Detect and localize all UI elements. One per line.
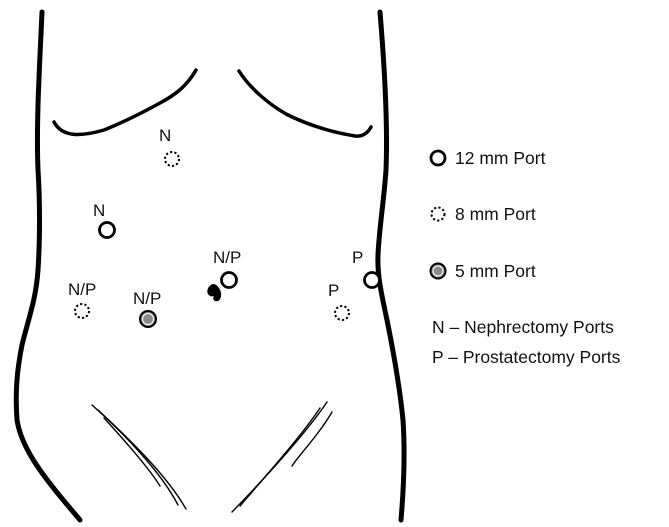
- legend: 12 mm Port 8 mm Port 5 mm Port N – Nephr…: [431, 148, 621, 367]
- port-labels: N N N/P N/P N/P P P: [68, 126, 363, 308]
- label-right-n: N: [93, 201, 105, 220]
- port-12mm-umbilical: [222, 273, 237, 288]
- legend-12mm-label: 12 mm Port: [455, 148, 546, 168]
- right-body-contour: [378, 12, 404, 520]
- port-8mm-lower-left: [335, 306, 349, 320]
- label-left-5mm-np: N/P: [133, 289, 161, 308]
- legend-12mm-symbol: [431, 151, 445, 165]
- legend-8mm-label: 8 mm Port: [455, 204, 536, 224]
- legend-5mm-label: 5 mm Port: [455, 261, 536, 281]
- label-lower-left-p: P: [328, 281, 339, 300]
- right-costal-margin: [239, 71, 371, 136]
- ports: [75, 152, 380, 327]
- left-costal-margin: [54, 70, 196, 135]
- left-inguinal-line-2: [98, 410, 186, 509]
- port-12mm-right: [100, 223, 115, 238]
- port-8mm-upper: [165, 152, 179, 166]
- label-left-np: N/P: [68, 280, 96, 299]
- port-12mm-flank: [365, 273, 380, 288]
- label-upper-n: N: [159, 126, 171, 145]
- label-flank-p: P: [352, 248, 363, 267]
- legend-n-definition: N – Nephrectomy Ports: [432, 317, 614, 337]
- label-umbilical-np: N/P: [213, 248, 241, 267]
- left-inguinal-line-3: [104, 418, 160, 486]
- legend-p-definition: P – Prostatectomy Ports: [432, 347, 621, 367]
- umbilicus: [207, 284, 221, 301]
- port-8mm-left: [75, 304, 89, 318]
- legend-8mm-symbol: [432, 208, 445, 221]
- inguinal-lines: [92, 402, 332, 512]
- right-inguinal-line-2: [240, 408, 320, 506]
- torso-outline: [16, 12, 404, 520]
- left-body-contour: [16, 12, 80, 520]
